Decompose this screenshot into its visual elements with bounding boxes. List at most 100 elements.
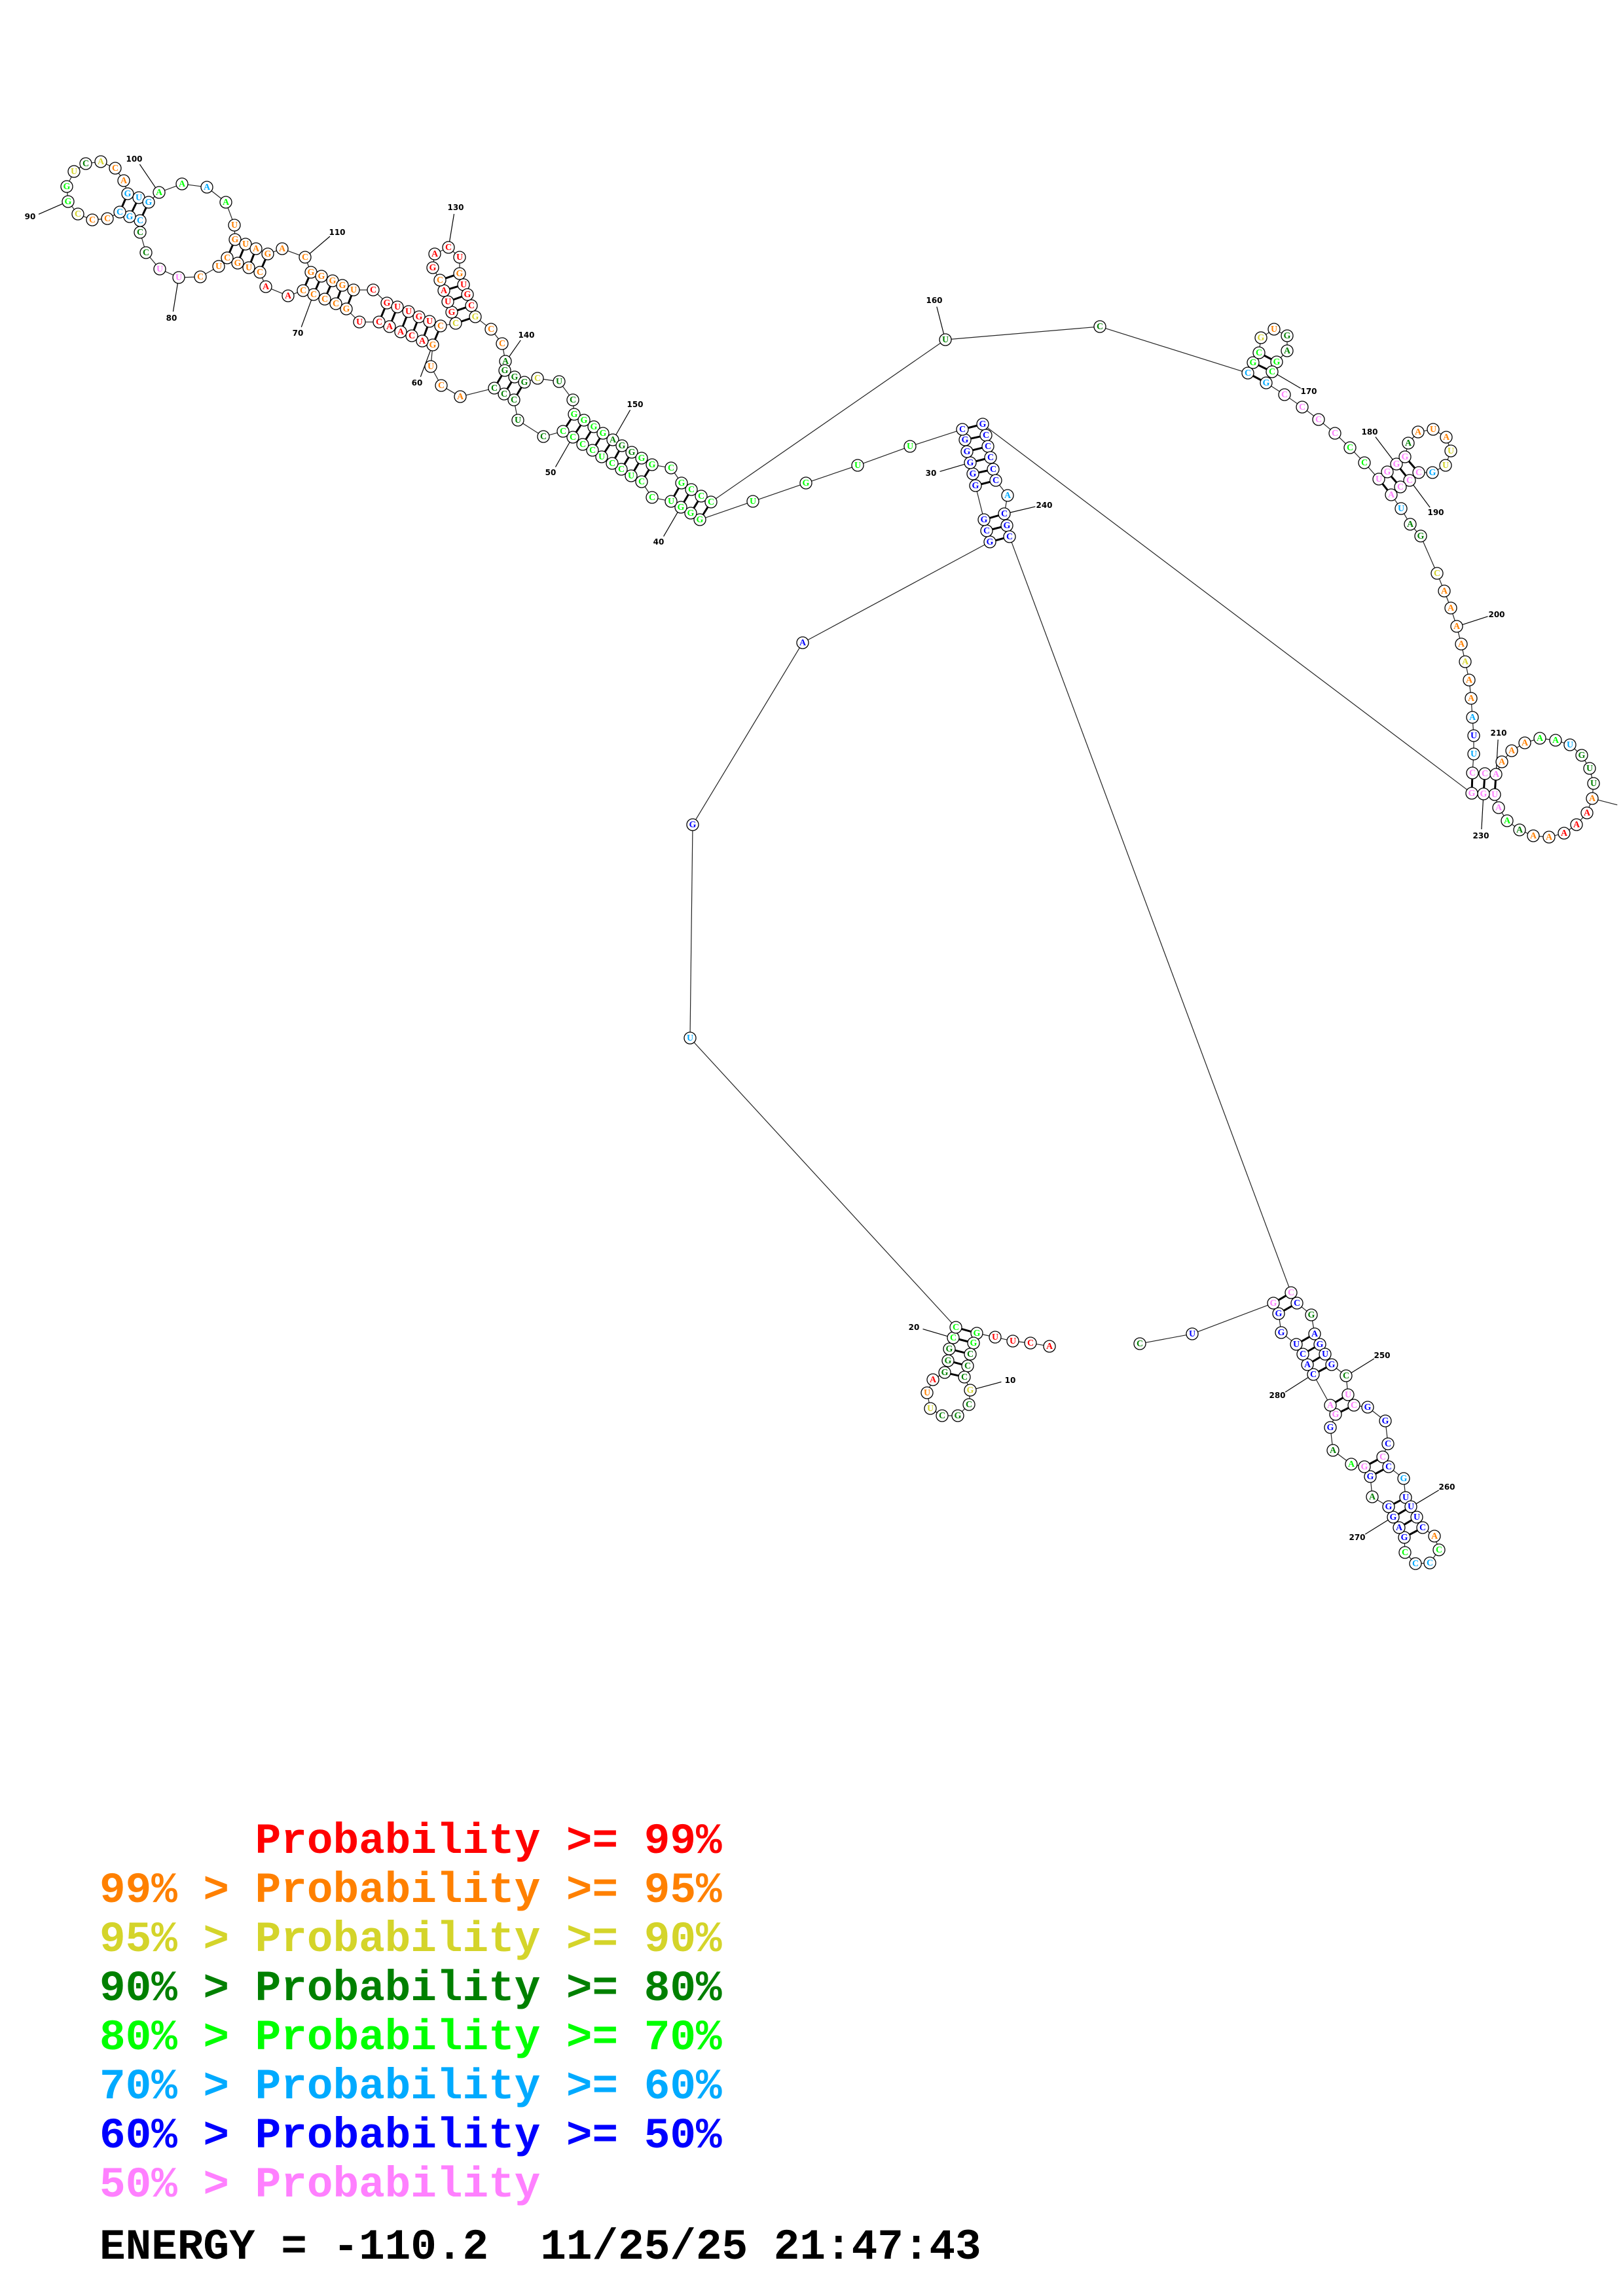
backbone-segment (1501, 812, 1504, 816)
nucleotide-circle (1393, 1521, 1406, 1534)
nucleotide-circle (926, 1373, 939, 1386)
base-pair-bond (594, 437, 601, 446)
base-pair-bond (585, 431, 592, 440)
nucleotide-letter: U (456, 253, 463, 262)
nucleotide-circle (175, 177, 189, 190)
nucleotide-circle (1397, 1472, 1410, 1485)
nucleotide: C (134, 226, 147, 239)
nucleotide-letter: G (638, 454, 646, 463)
backbone-segment (562, 386, 570, 396)
nucleotide: A (1492, 801, 1505, 814)
nucleotide-circle (1328, 427, 1341, 440)
nucleotide-letter: U (924, 1388, 930, 1398)
nucleotide-circle (299, 251, 312, 264)
nucleotide: A (1440, 431, 1453, 444)
nucleotide: C (498, 387, 511, 401)
nucleotide: A (1324, 1399, 1337, 1412)
position-label: 80 (166, 314, 177, 323)
backbone-segment (503, 349, 505, 356)
nucleotide-circle (412, 310, 426, 323)
nucleotide-letter: C (302, 253, 308, 262)
nucleotide-circle (936, 1409, 949, 1422)
nucleotide-circle (1427, 423, 1440, 436)
nucleotide-circle (646, 491, 659, 504)
nucleotide: U (1439, 459, 1452, 472)
nucleotide-circle (1307, 1368, 1320, 1381)
backbone-segment (1539, 836, 1544, 837)
nucleotide-circle (1366, 1490, 1379, 1503)
nucleotide-circle (139, 246, 153, 259)
backbone-segment (999, 484, 1004, 492)
backbone-segment (1311, 1320, 1315, 1329)
nucleotide: C (139, 246, 153, 259)
nucleotide: C (1003, 530, 1016, 543)
backbone-segment (1436, 1541, 1438, 1545)
nucleotide: A (1549, 734, 1562, 747)
base-pair-bond (496, 374, 503, 384)
nucleotide: G (1426, 466, 1439, 479)
backbone-segment (1330, 1433, 1333, 1445)
position-tick (1285, 1377, 1309, 1393)
nucleotide-letter: A (419, 336, 426, 346)
nucleotide-circle (228, 219, 241, 232)
nucleotide-circle (117, 174, 130, 187)
backbone-segment (987, 427, 1468, 791)
nucleotide: C (113, 206, 126, 219)
position-label: 240 (1036, 501, 1052, 510)
backbone-segment (350, 312, 356, 319)
backbone-segment (1385, 1426, 1388, 1439)
nucleotide-circle (921, 1386, 934, 1399)
nucleotide: C (1394, 480, 1407, 493)
base-pair-bond (1258, 364, 1267, 370)
nucleotide-letter: C (1256, 348, 1262, 358)
nucleotide: C (488, 382, 501, 395)
backbone-segment (705, 503, 748, 518)
nucleotide: G (625, 446, 638, 459)
nucleotide: A (249, 242, 263, 255)
nucleotide-circle (1133, 1337, 1146, 1350)
nucleotide: G (977, 513, 991, 526)
nucleotide: A (259, 280, 272, 293)
nucleotide: C (1478, 767, 1491, 780)
nucleotide: G (635, 452, 648, 465)
nucleotide-letter: C (376, 317, 382, 327)
backbone-segment (164, 271, 174, 276)
backbone-segment (1457, 632, 1461, 639)
nucleotide-letter: C (1300, 1350, 1306, 1359)
nucleotide: C (435, 379, 448, 392)
nucleotide-letter: A (1443, 433, 1450, 442)
nucleotide: G (1272, 1307, 1285, 1320)
nucleotide-letter: C (950, 1333, 957, 1343)
base-pair-bond (981, 480, 991, 486)
nucleotide-circle (537, 430, 550, 443)
nucleotide-circle (1495, 755, 1508, 768)
nucleotide-letter: A (1388, 490, 1395, 500)
backbone-segment (1516, 745, 1520, 748)
nucleotide-letter: C (570, 395, 576, 405)
nucleotide-letter: C (104, 214, 111, 224)
nucleotide: A (1393, 1521, 1406, 1534)
nucleotide: G (121, 187, 134, 200)
nucleotide-circle (1093, 320, 1106, 333)
nucleotide-letter: G (1401, 1533, 1408, 1543)
nucleotide: C (1266, 365, 1279, 378)
nucleotide-letter: G (308, 268, 315, 278)
nucleotide-letter: U (1586, 764, 1593, 774)
nucleotide-circle (383, 320, 396, 333)
nucleotide: G (426, 261, 439, 274)
backbone-segment (1353, 452, 1361, 459)
nucleotide: C (101, 212, 114, 225)
nucleotide-letter: C (499, 339, 505, 349)
nucleotide: A (1465, 692, 1478, 705)
nucleotide: G (684, 507, 697, 520)
nucleotide-circle (402, 305, 415, 318)
nucleotide-circle (686, 818, 699, 831)
nucleotide-circle (1450, 620, 1463, 633)
nucleotide-letter: G (126, 212, 134, 222)
nucleotide-letter: G (264, 249, 272, 259)
nucleotide: G (1267, 1297, 1280, 1310)
base-pair-bond (141, 207, 147, 216)
nucleotide-circle (1404, 1500, 1417, 1513)
nucleotide-letter: G (687, 509, 695, 518)
nucleotide-circle (1266, 365, 1279, 378)
